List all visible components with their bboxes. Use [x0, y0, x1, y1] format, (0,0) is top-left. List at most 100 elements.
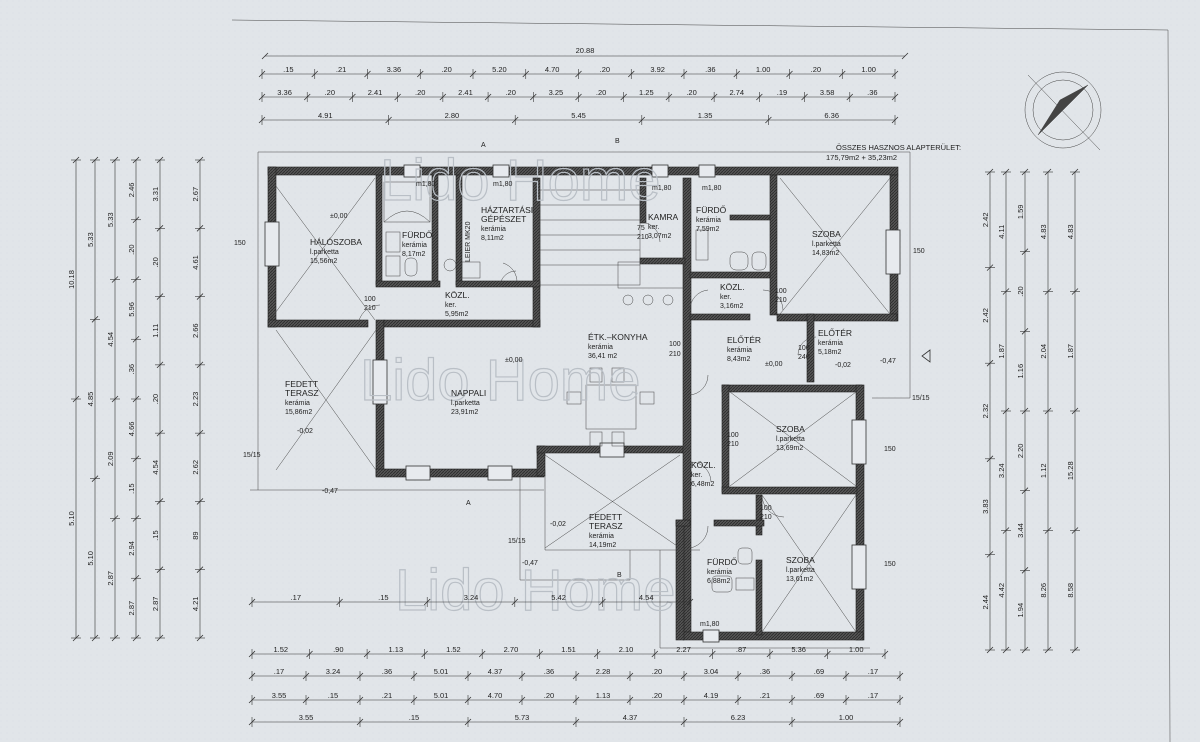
dimension-label: 2.09: [106, 451, 115, 466]
door-h-7: 210: [637, 234, 649, 241]
room-name: SZOBA: [812, 229, 841, 239]
dimension-label: 4.11: [997, 225, 1006, 239]
dimension-label: 20.88: [576, 46, 595, 55]
svg-text:Lido Home: Lido Home: [395, 558, 675, 623]
dimension-label: 2.32: [981, 404, 990, 419]
window-w-4: 150: [884, 561, 896, 568]
dimension-label: 5.42: [551, 593, 566, 602]
room-area: 15,86m2: [285, 409, 312, 416]
dimension-label: 1.11: [151, 324, 160, 338]
dimension-label: .15: [151, 530, 160, 540]
room-name: ÉTK.–KONYHA: [588, 332, 648, 342]
dimension-label: .69: [814, 691, 824, 700]
room-name: KAMRA: [648, 212, 679, 222]
dimension-label: .20: [505, 88, 515, 97]
room-area: 3,07m2: [648, 233, 671, 240]
door-w-6: 100: [798, 345, 810, 352]
section-b-top: B: [615, 138, 620, 145]
room-name: TERASZ: [285, 388, 319, 398]
dimension-label: 4.54: [106, 332, 115, 347]
room-name: GÉPÉSZET: [481, 214, 526, 224]
level-bedroom: ±0,00: [330, 213, 348, 220]
dimension-label: .21: [760, 691, 770, 700]
dimension-label: 2.46: [127, 183, 136, 198]
section-a-top: A: [481, 142, 486, 149]
room-floor: kerámia: [285, 400, 310, 407]
room-name: FEDETT: [285, 379, 318, 389]
room-name: SZOBA: [786, 555, 815, 565]
room-area: 23,91m2: [451, 409, 478, 416]
dimension-label: 3.92: [650, 65, 665, 74]
dimension-label: .15: [127, 483, 136, 493]
room-area: 14,83m2: [812, 250, 839, 257]
door-h-4: 210: [727, 441, 739, 448]
window-w-1: 150: [234, 240, 246, 247]
dimension-label: 4.66: [127, 422, 136, 437]
dimension-label: .36: [127, 364, 136, 374]
door-w-4: 100: [727, 432, 739, 439]
dimension-label: 1.51: [561, 645, 576, 654]
dimension-column: 3.31.201.11.204.54.152.87: [151, 156, 165, 642]
room-name: FÜRDŐ: [402, 230, 433, 240]
dimension-label: 2.04: [1039, 344, 1048, 359]
door-h-5: 210: [760, 514, 772, 521]
level-outside-south: -0,47: [522, 560, 538, 567]
dimension-label: .19: [777, 88, 787, 97]
dimension-label: 1.13: [596, 691, 611, 700]
room-floor: kerámia: [589, 533, 614, 540]
section-b-bottom: B: [617, 572, 622, 579]
svg-text:Lido Home: Lido Home: [360, 348, 640, 413]
dimension-label: 3.31: [151, 187, 160, 202]
dimension-label: .36: [544, 667, 554, 676]
dimension-label: 3.83: [981, 499, 990, 514]
room-area: 36,41 m2: [588, 353, 617, 360]
room-floor: ker.: [445, 302, 456, 309]
dimension-label: 5.33: [86, 232, 95, 247]
dimension-label: 4.21: [191, 597, 200, 612]
window-height-1: m1,80: [416, 181, 436, 188]
dimension-label: .15: [409, 713, 419, 722]
room-floor: kerámia: [727, 347, 752, 354]
door-w-3: 100: [775, 288, 787, 295]
dimension-label: 8.26: [1039, 583, 1048, 598]
window-height-4: m1,80: [702, 185, 722, 192]
room-area: 5,18m2: [818, 349, 841, 356]
door-w-1: 100: [364, 296, 376, 303]
dimension-label: 2.42: [981, 308, 990, 323]
dimension-label: 4.42: [997, 583, 1006, 598]
room-floor: l.parketta: [812, 241, 841, 248]
dimension-label: 1.59: [1016, 205, 1025, 220]
room-name: FÜRDŐ: [696, 205, 727, 215]
dimension-label: 2.87: [151, 597, 160, 612]
room-floor: kerámia: [481, 226, 506, 233]
dimension-label: 2.23: [191, 392, 200, 407]
dimension-label: 5.36: [791, 645, 806, 654]
dimension-label: .36: [382, 667, 392, 676]
dimension-label: 2.87: [127, 601, 136, 616]
stairs: [539, 189, 685, 306]
dimension-label: .90: [333, 645, 343, 654]
room-name: ELŐTÉR: [727, 335, 761, 345]
dimension-label: 2.41: [368, 88, 383, 97]
dimension-column: 2.422.422.323.832.44: [981, 168, 995, 654]
window-height-3: m1,80: [652, 185, 672, 192]
dimension-label: 4.83: [1066, 224, 1075, 239]
dimension-column: 5.334.542.092.87: [106, 156, 120, 642]
room-area: 6,88m2: [707, 578, 730, 585]
dimension-label: 4.70: [545, 65, 560, 74]
dimension-column: 4.832.041.128.26: [1039, 168, 1053, 654]
roof-outline: [250, 151, 911, 649]
dimension-label: .20: [686, 88, 696, 97]
room-floor: l.parketta: [776, 436, 805, 443]
dimension-label: 2.44: [981, 595, 990, 610]
dimension-label: 1.94: [1016, 603, 1025, 618]
